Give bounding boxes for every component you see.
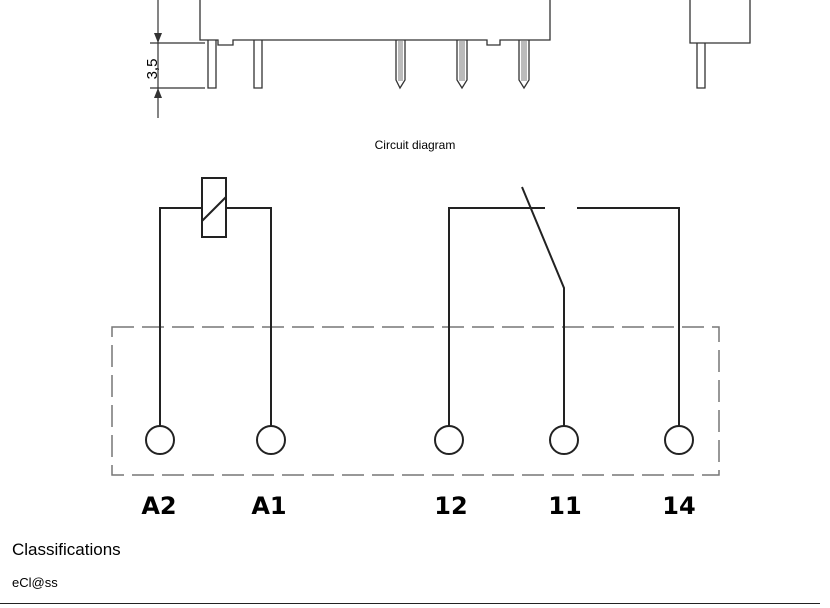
terminal-a2 — [145, 425, 175, 455]
terminal-12 — [434, 425, 464, 455]
terminal-a1 — [256, 425, 286, 455]
terminal-circles — [145, 425, 694, 455]
coil-diagonal — [201, 196, 227, 222]
terminal-label-a2: A2 — [141, 492, 176, 520]
coil-symbol — [201, 177, 227, 238]
terminal-label-11: 11 — [548, 492, 581, 520]
classifications-heading: Classifications — [12, 540, 121, 559]
terminal-label-a1: A1 — [251, 492, 286, 520]
section-divider — [0, 603, 820, 604]
dashed-enclosure — [111, 326, 720, 476]
terminal-14 — [664, 425, 694, 455]
contact-circuit — [448, 186, 680, 426]
diagram-caption: Circuit diagram — [374, 138, 456, 152]
terminal-11 — [549, 425, 579, 455]
eclass-label: eCl@ss — [12, 575, 58, 590]
dimension-label: 3,5 — [144, 59, 161, 80]
pin-shading — [398, 41, 527, 81]
coil-circuit — [159, 207, 272, 426]
terminal-label-14: 14 — [662, 492, 695, 520]
terminal-label-12: 12 — [434, 492, 467, 520]
dimension-indicator — [150, 0, 205, 118]
relay-mechanical-drawing — [199, 0, 751, 90]
